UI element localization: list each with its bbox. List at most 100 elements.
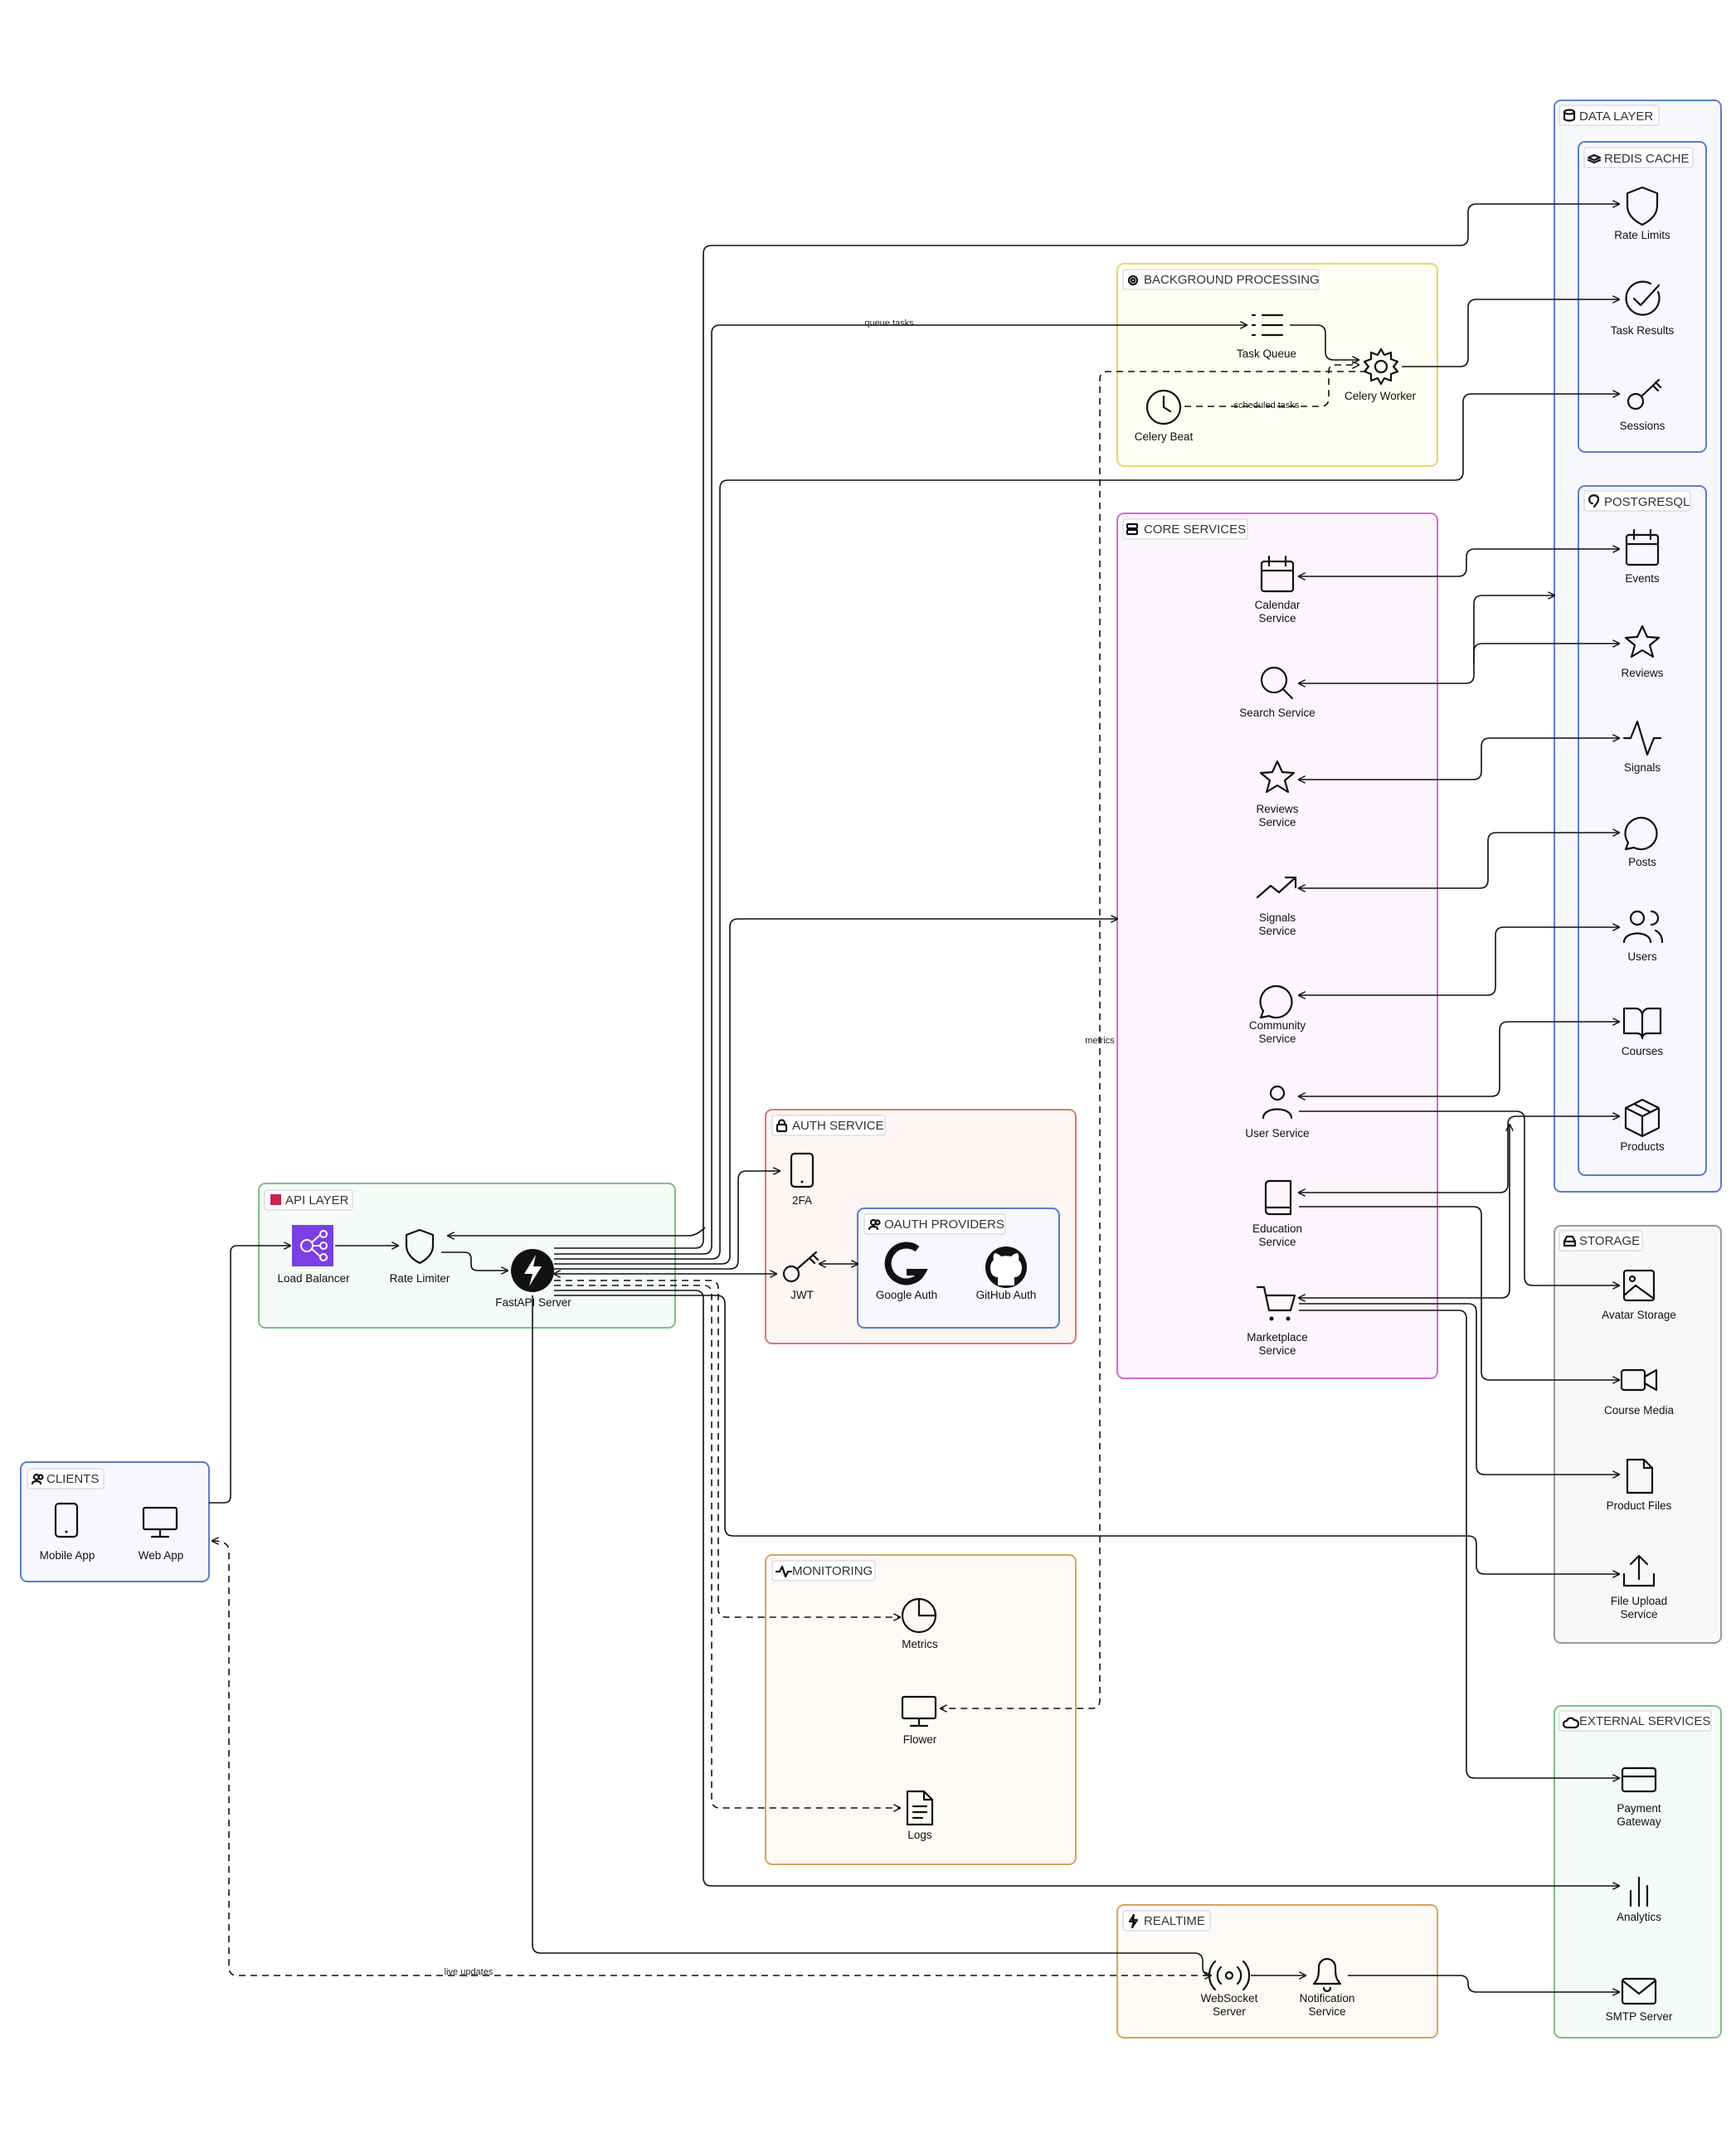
check-circle-icon	[1625, 280, 1661, 316]
group-core-services: CORE SERVICES	[1116, 513, 1438, 1379]
node-label-task-queue: Task Queue	[1237, 347, 1296, 360]
bell-icon	[1312, 1957, 1342, 1993]
node-signals-service[interactable]: Signals Service	[1256, 876, 1297, 937]
node-reviews[interactable]: Reviews	[1621, 624, 1664, 679]
cog-icon	[1363, 347, 1399, 386]
fastapi-bolt-icon	[511, 1249, 554, 1292]
node-metrics[interactable]: Metrics	[901, 1597, 938, 1650]
node-fastapi-server[interactable]: FastAPI Server	[495, 1249, 571, 1309]
node-label-courses: Courses	[1622, 1045, 1664, 1057]
node-signals[interactable]: Signals	[1622, 720, 1662, 774]
star-icon	[1259, 760, 1296, 794]
node-label-notification-1: Notification	[1300, 1992, 1355, 2005]
node-users[interactable]: Users	[1622, 910, 1664, 963]
node-notification-service[interactable]: Notification Service	[1300, 1957, 1355, 2018]
node-community-service[interactable]: Community Service	[1249, 984, 1306, 1045]
node-user-service[interactable]: User Service	[1245, 1085, 1310, 1140]
message-circle-icon	[1624, 816, 1658, 851]
node-label-celery-worker: Celery Worker	[1345, 390, 1417, 402]
node-label-signals-2: Service	[1258, 925, 1296, 937]
zap-icon	[1128, 1913, 1139, 1929]
node-events[interactable]: Events	[1625, 528, 1660, 585]
node-rate-limiter[interactable]: Rate Limiter	[390, 1228, 450, 1285]
node-product-files[interactable]: Product Files	[1607, 1458, 1672, 1512]
node-google-auth[interactable]: Google Auth	[876, 1242, 937, 1301]
group-realtime: REALTIME	[1116, 1904, 1438, 2039]
node-label-task-results: Task Results	[1611, 324, 1675, 337]
node-courses[interactable]: Courses	[1622, 1007, 1664, 1057]
node-celery-beat[interactable]: Celery Beat	[1135, 389, 1194, 443]
group-storage: STORAGE	[1554, 1225, 1722, 1644]
node-label-google-auth: Google Auth	[876, 1289, 937, 1301]
calendar-icon	[1260, 555, 1295, 593]
node-file-upload-service[interactable]: File Upload Service	[1611, 1554, 1667, 1621]
node-label-smtp: SMTP Server	[1606, 2010, 1673, 2023]
node-github-auth[interactable]: GitHub Auth	[976, 1246, 1037, 1301]
calendar-icon	[1625, 528, 1660, 566]
node-logs[interactable]: Logs	[906, 1790, 934, 1841]
node-analytics[interactable]: Analytics	[1617, 1876, 1661, 1923]
edge-label-queue-tasks: queue tasks	[864, 318, 914, 328]
node-avatar-storage[interactable]: Avatar Storage	[1602, 1269, 1676, 1321]
node-reviews-service[interactable]: Reviews Service	[1256, 760, 1299, 829]
activity-icon	[1622, 720, 1662, 756]
node-rate-limits[interactable]: Rate Limits	[1614, 186, 1670, 241]
node-celery-worker[interactable]: Celery Worker	[1345, 347, 1417, 402]
node-label-mobile-app: Mobile App	[40, 1549, 95, 1562]
shield-icon	[405, 1228, 435, 1265]
node-education-service[interactable]: Education Service	[1252, 1179, 1302, 1248]
node-label-github-auth: GitHub Auth	[976, 1289, 1037, 1301]
group-postgresql: POSTGRESQL	[1578, 485, 1707, 1176]
cog-icon	[1127, 275, 1139, 286]
node-label-community-2: Service	[1258, 1033, 1296, 1045]
server-icon	[1126, 522, 1139, 536]
node-web-app[interactable]: Web App	[139, 1506, 184, 1562]
node-label-course-media: Course Media	[1604, 1404, 1675, 1417]
monitor-icon	[142, 1506, 178, 1538]
node-label-products: Products	[1620, 1140, 1665, 1153]
node-products[interactable]: Products	[1620, 1098, 1665, 1153]
node-label-education-2: Service	[1258, 1236, 1296, 1248]
image-icon	[1622, 1269, 1656, 1302]
node-websocket-server[interactable]: WebSocket Server	[1201, 1960, 1258, 2018]
activity-icon	[775, 1565, 793, 1578]
node-label-calendar-1: Calendar	[1255, 599, 1301, 611]
edge-label-metrics: metrics	[1085, 1036, 1115, 1046]
node-label-analytics: Analytics	[1617, 1911, 1661, 1923]
user-icon	[1262, 1085, 1293, 1120]
node-label-calendar-2: Service	[1258, 612, 1296, 624]
node-label-users: Users	[1627, 950, 1657, 963]
google-logo-icon	[884, 1242, 928, 1285]
node-search-service[interactable]: Search Service	[1239, 666, 1315, 719]
node-label-search-service: Search Service	[1239, 707, 1315, 719]
node-course-media[interactable]: Course Media	[1604, 1368, 1675, 1417]
node-posts[interactable]: Posts	[1624, 816, 1658, 868]
group-label-redis: REDIS CACHE	[1604, 152, 1690, 166]
group-background-processing: BACKGROUND PROCESSING	[1116, 263, 1438, 467]
node-2fa[interactable]: 2FA	[790, 1152, 815, 1207]
node-marketplace-service[interactable]: Marketplace Service	[1247, 1285, 1308, 1357]
cloud-icon	[1562, 1717, 1580, 1729]
node-flower[interactable]: Flower	[901, 1695, 937, 1746]
node-label-payment-1: Payment	[1617, 1802, 1661, 1815]
node-load-balancer[interactable]: Load Balancer	[277, 1225, 350, 1285]
users-icon	[1622, 910, 1664, 944]
node-payment-gateway[interactable]: Payment Gateway	[1617, 1766, 1661, 1828]
node-label-posts: Posts	[1628, 856, 1656, 868]
node-calendar-service[interactable]: Calendar Service	[1255, 555, 1301, 624]
edge-label-live-updates: live updates	[445, 1967, 494, 1977]
node-smtp-server[interactable]: SMTP Server	[1606, 1977, 1673, 2023]
pie-chart-icon	[901, 1597, 937, 1634]
package-icon	[1624, 1098, 1661, 1138]
smartphone-icon	[790, 1152, 815, 1188]
group-external-services: EXTERNAL SERVICES	[1554, 1705, 1722, 2039]
node-jwt[interactable]: JWT	[782, 1251, 819, 1301]
node-sessions[interactable]: Sessions	[1620, 378, 1665, 432]
node-label-jwt: JWT	[790, 1289, 814, 1301]
node-mobile-app[interactable]: Mobile App	[40, 1502, 95, 1562]
node-task-results[interactable]: Task Results	[1611, 280, 1675, 337]
node-label-reviews-1: Reviews	[1256, 803, 1298, 815]
node-task-queue[interactable]: Task Queue	[1237, 313, 1296, 360]
group-label-data-layer: DATA LAYER	[1579, 109, 1653, 124]
node-label-reviews-2: Service	[1258, 816, 1296, 829]
